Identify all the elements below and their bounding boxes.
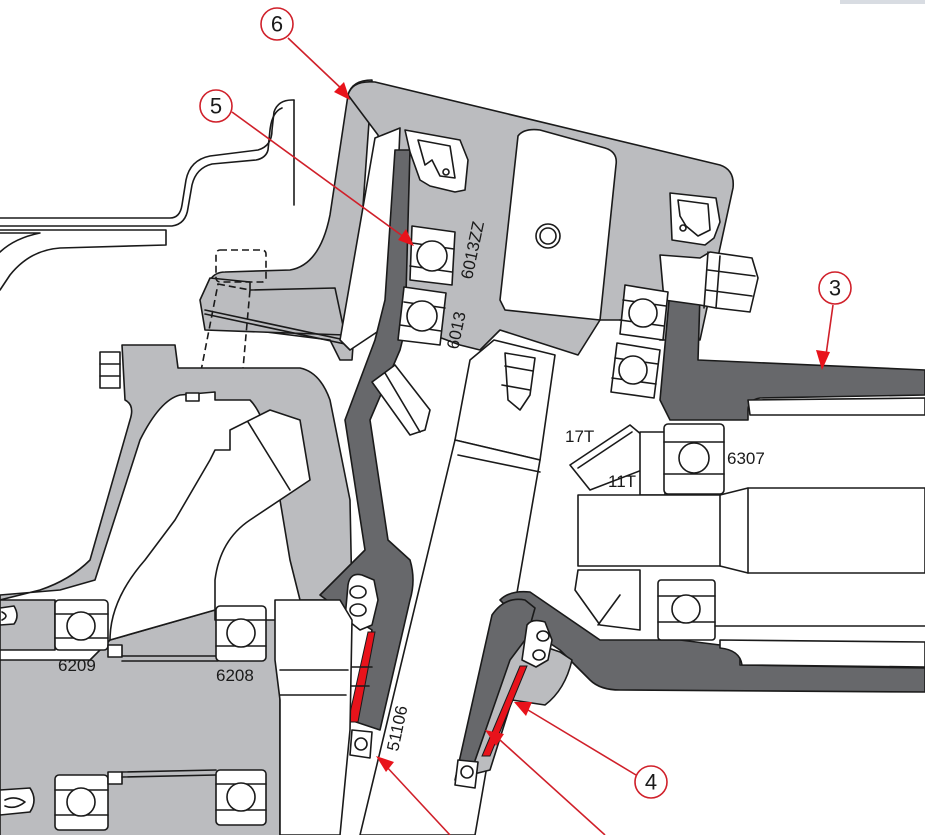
red-seal-strip-left <box>347 631 376 723</box>
svg-text:5: 5 <box>210 94 222 119</box>
arrowhead-4a <box>514 702 532 716</box>
bearing-right-upper-1 <box>619 284 669 341</box>
svg-text:6: 6 <box>271 12 283 37</box>
arrowhead-6 <box>334 82 350 100</box>
callout-6: 6 <box>260 7 350 100</box>
bearing-6209 <box>0 599 219 662</box>
plug-inner <box>539 227 557 245</box>
bearing-6208 <box>215 605 267 662</box>
arrowhead-5 <box>398 229 414 246</box>
bearing-right-lower <box>657 579 925 641</box>
svg-text:3: 3 <box>829 276 841 301</box>
bearing-6013ZZ <box>409 225 456 286</box>
callout-3: 3 <box>816 271 852 370</box>
bottom-bearings <box>0 769 267 831</box>
left-dark-sleeve <box>319 149 414 731</box>
bearing-right-upper-2 <box>610 342 661 399</box>
lower-left-white-block <box>274 599 353 835</box>
bearing-6307 <box>663 423 725 495</box>
arrowhead-51106 <box>376 756 394 772</box>
callout-4: 4 <box>485 702 668 835</box>
seal-top-right <box>659 192 759 313</box>
label-6209: 6209 <box>58 656 96 675</box>
left-frame <box>0 99 295 291</box>
bevel-gear-left <box>371 364 431 436</box>
arrowhead-3 <box>816 350 830 370</box>
seal-top-left <box>404 129 469 193</box>
lower-left-seal-area <box>344 573 379 759</box>
pinion-gear <box>569 424 666 496</box>
label-6307: 6307 <box>727 449 765 468</box>
central-shaft <box>359 339 556 835</box>
hex-nut <box>99 351 121 389</box>
label-11T: 11T <box>608 472 636 491</box>
housing-window <box>499 128 618 321</box>
label-6208: 6208 <box>216 666 254 685</box>
label-17T: 17T <box>565 427 594 446</box>
bolt-head-hidden <box>215 249 267 283</box>
bearing-6013 <box>397 286 447 346</box>
output-shaft <box>574 487 925 631</box>
arrowhead-4b <box>485 730 504 746</box>
output-bore <box>719 397 925 668</box>
left-bracket <box>0 344 353 835</box>
top-edge-bar <box>840 0 925 4</box>
callout-51106-arrow <box>376 756 451 835</box>
svg-text:4: 4 <box>645 770 657 795</box>
left-housing <box>199 79 373 388</box>
callout-5: 5 <box>199 89 414 246</box>
